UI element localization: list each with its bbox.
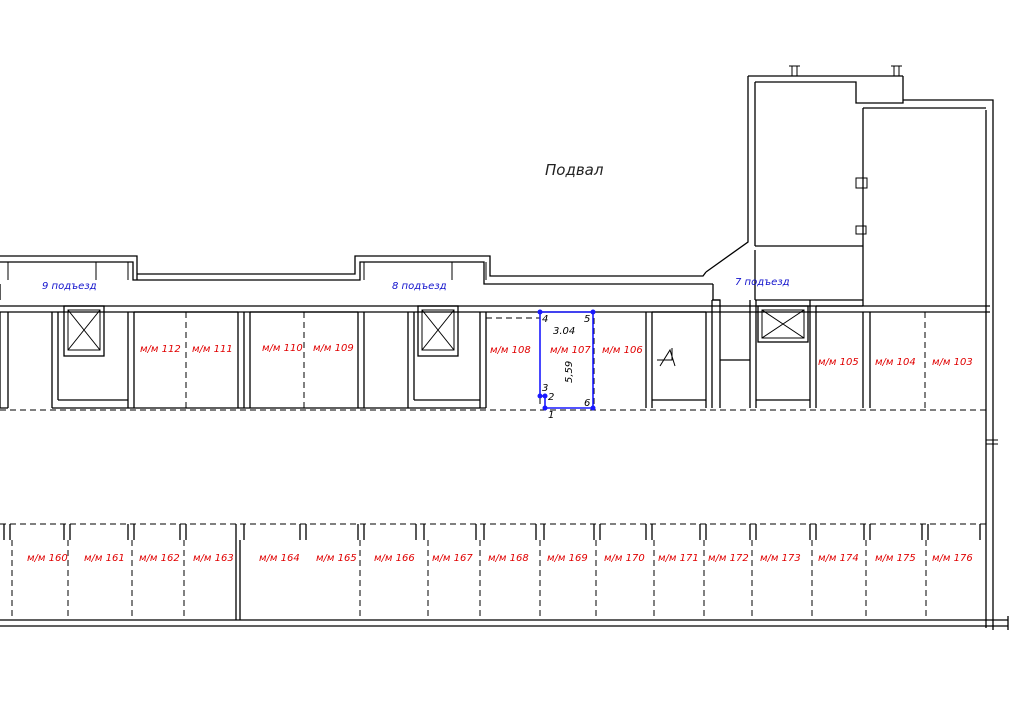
point-label-2: 2 [548, 392, 554, 403]
space-label: м/м 169 [547, 553, 588, 564]
upper-corridor-walls [0, 246, 864, 306]
space-label: м/м 163 [193, 553, 234, 564]
space-label: м/м 162 [139, 553, 180, 564]
length-dimension: 5,59 [564, 361, 575, 383]
space-label: м/м 108 [490, 345, 531, 356]
vertex-3[interactable] [537, 393, 543, 399]
space-label: м/м 161 [84, 553, 125, 564]
space-label: м/м 105 [818, 357, 859, 368]
width-dimension: 3.04 [553, 326, 575, 337]
space-label: м/м 172 [708, 553, 749, 564]
entrance-8-label: 8 подъезд [392, 281, 447, 292]
vertex-1[interactable] [542, 405, 548, 411]
selected-space-outline[interactable]: 3.04 5,59 1 2 3 4 5 6 [537, 309, 596, 422]
point-label-3: 3 [542, 383, 548, 394]
space-label: м/м 109 [313, 343, 354, 354]
lower-columns [3, 524, 981, 620]
point-label-4: 4 [542, 314, 548, 325]
space-label: м/м 104 [875, 357, 916, 368]
space-label: м/м 171 [658, 553, 699, 564]
space-label: м/м 112 [140, 344, 181, 355]
point-label-5: 5 [584, 314, 590, 325]
space-label: м/м 170 [604, 553, 645, 564]
space-label: м/м 107 [550, 345, 591, 356]
space-label: м/м 103 [932, 357, 973, 368]
space-label: м/м 168 [488, 553, 529, 564]
space-label: м/м 167 [432, 553, 473, 564]
space-label: м/м 160 [27, 553, 68, 564]
lower-space-labels: м/м 160 м/м 161 м/м 162 м/м 163 м/м 164 … [27, 553, 973, 564]
vertex-5[interactable] [590, 309, 596, 315]
plan-title: Подвал [545, 161, 604, 179]
corridor-lines [0, 409, 1009, 630]
space-label: м/м 165 [316, 553, 357, 564]
space-label: м/м 176 [932, 553, 973, 564]
vertex-4[interactable] [537, 309, 543, 315]
space-label: м/м 110 [262, 343, 303, 354]
entrance-7-label: 7 подъезд [735, 277, 790, 288]
space-label: м/м 111 [192, 344, 233, 355]
vertex-2[interactable] [542, 393, 548, 399]
vertex-6[interactable] [590, 405, 596, 411]
space-label: м/м 106 [602, 345, 643, 356]
entrance-9-label: 9 подъезд [42, 281, 97, 292]
space-label: м/м 175 [875, 553, 916, 564]
space-label: м/м 164 [259, 553, 300, 564]
space-label: м/м 173 [760, 553, 801, 564]
upper-rooms [0, 299, 990, 409]
point-label-1: 1 [548, 410, 554, 421]
large-room-walls [705, 65, 994, 630]
space-label: м/м 174 [818, 553, 859, 564]
space-label: м/м 166 [374, 553, 415, 564]
upper-space-labels: м/м 112 м/м 111 м/м 110 м/м 109 м/м 108 … [140, 343, 973, 368]
point-label-6: 6 [584, 398, 590, 409]
